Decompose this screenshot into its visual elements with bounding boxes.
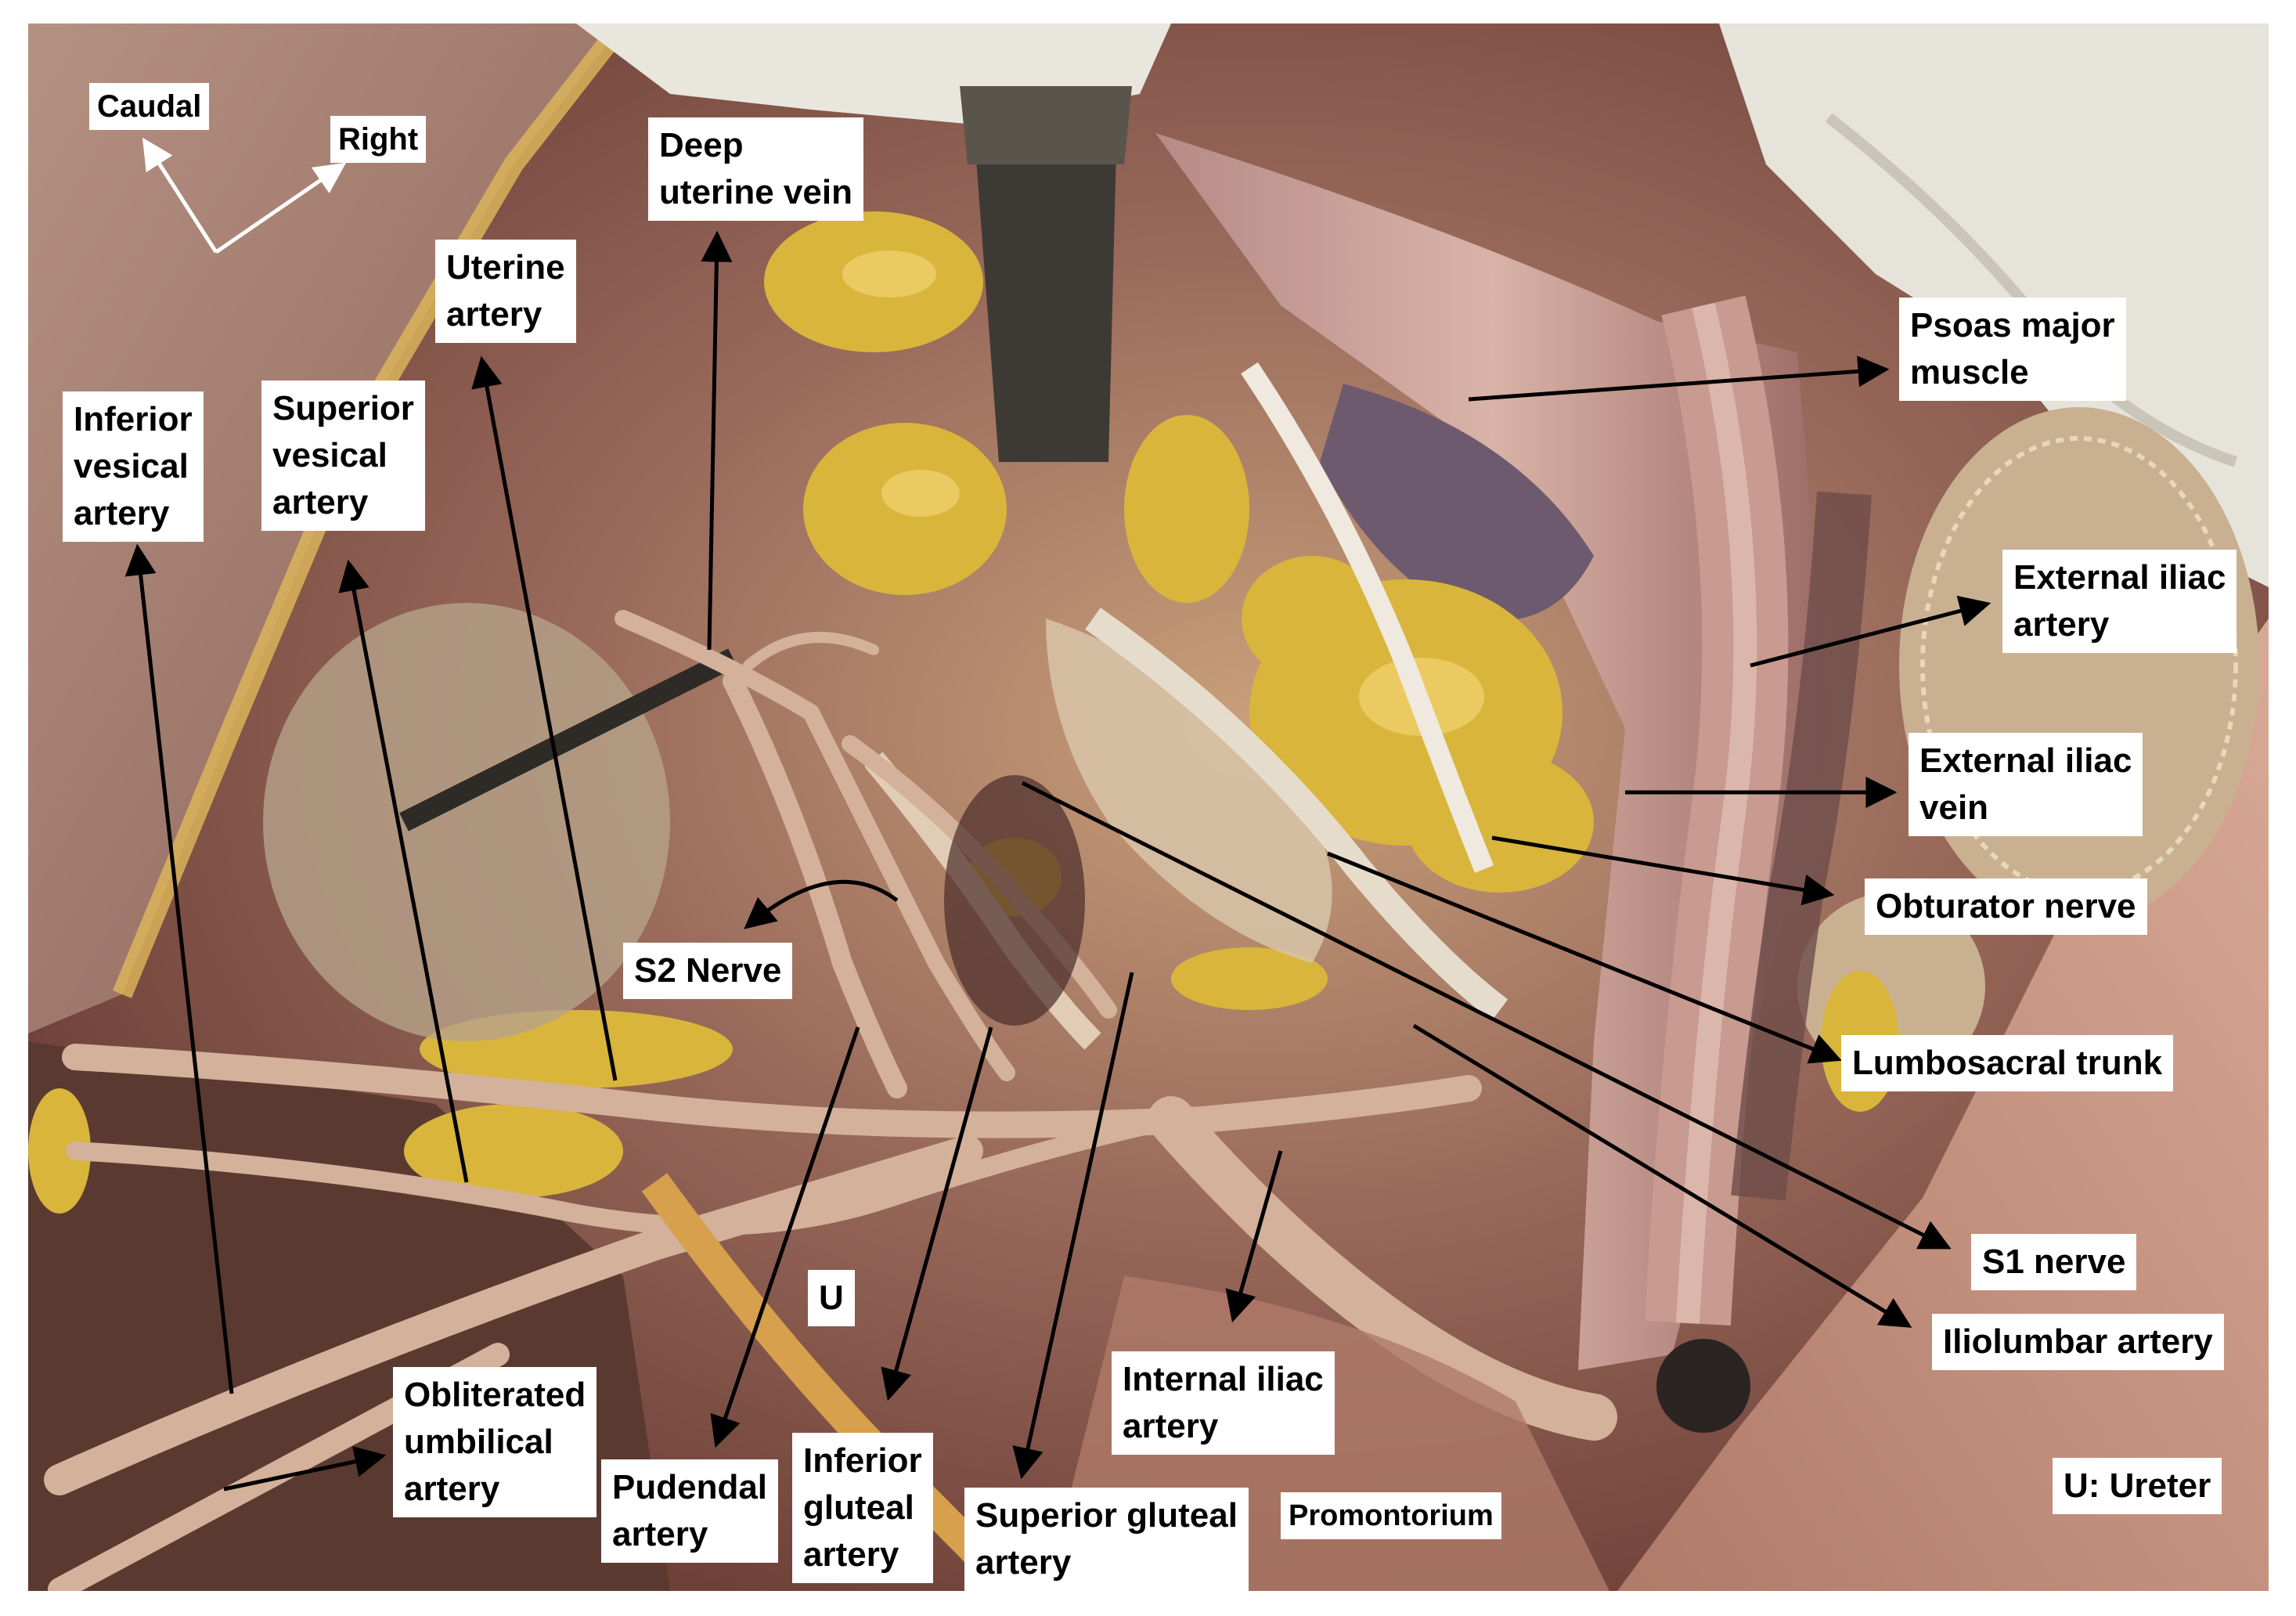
- label-external-iliac-vein: External iliac vein: [1909, 733, 2143, 836]
- label-internal-iliac-artery: Internal iliac artery: [1112, 1351, 1335, 1455]
- label-right: Right: [330, 116, 427, 163]
- label-iliolumbar-artery: Iliolumbar artery: [1932, 1314, 2224, 1370]
- label-promontorium: Promontorium: [1281, 1492, 1501, 1539]
- deep-vein-region: [1320, 384, 1594, 622]
- label-superior-vesical-artery: Superior vesical artery: [261, 381, 425, 531]
- label-lumbosacral-trunk: Lumbosacral trunk: [1841, 1035, 2174, 1091]
- label-caudal: Caudal: [89, 83, 210, 130]
- label-s2-nerve: S2 Nerve: [623, 943, 793, 999]
- label-s1-nerve: S1 nerve: [1971, 1234, 2137, 1290]
- label-obturator-nerve: Obturator nerve: [1865, 878, 2147, 935]
- gauze-sponge: [1899, 407, 2259, 924]
- dissection-photo: Caudal Right Deep uterine vein Uterine a…: [28, 23, 2269, 1591]
- label-inferior-gluteal-artery: Inferior gluteal artery: [792, 1433, 933, 1583]
- label-pudendal-artery: Pudendal artery: [601, 1459, 779, 1563]
- label-ureter-marker: U: [808, 1270, 855, 1326]
- bladder-region: [263, 603, 670, 1041]
- legend-ureter: U: Ureter: [2053, 1458, 2222, 1514]
- surgical-instrument-top: [960, 86, 1132, 164]
- label-inferior-vesical-artery: Inferior vesical artery: [63, 391, 204, 542]
- label-superior-gluteal-artery: Superior gluteal artery: [964, 1488, 1249, 1591]
- label-obliterated-umbilical-artery: Obliterated umbilical artery: [393, 1367, 597, 1517]
- label-external-iliac-artery: External iliac artery: [2002, 550, 2237, 653]
- label-uterine-artery: Uterine artery: [435, 240, 576, 343]
- surgical-instrument: [975, 149, 1116, 462]
- label-deep-uterine-vein: Deep uterine vein: [648, 117, 863, 221]
- dark-spot: [1656, 1339, 1750, 1433]
- label-psoas-major-muscle: Psoas major muscle: [1899, 298, 2126, 401]
- pelvic-cavity-shadow: [944, 775, 1085, 1026]
